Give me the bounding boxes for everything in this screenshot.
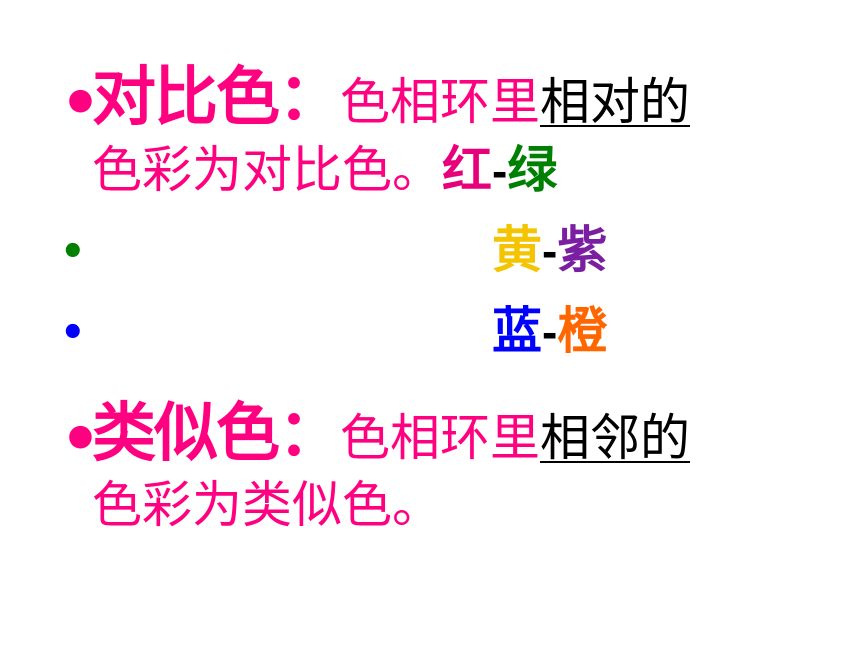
analogous-desc-line: 色彩为类似色。 — [92, 480, 442, 530]
analogous-term: 类似色： — [92, 397, 342, 471]
pair-3-sep: - — [542, 306, 558, 358]
pair-1-sep: - — [492, 145, 508, 197]
pair-2-sep: - — [542, 225, 558, 277]
pair-2-line: 黄-紫 — [492, 225, 607, 275]
pair-1-right: 绿 — [507, 141, 558, 199]
pair-3-line: 蓝-橙 — [492, 306, 607, 356]
analogous-heading-line: 类似色：色相环里相邻的 — [92, 402, 690, 466]
contrast-desc-a: 色相环里 — [340, 73, 540, 131]
pair-3-left: 蓝 — [492, 302, 542, 360]
contrast-term: 对比色： — [92, 61, 342, 135]
contrast-desc-b: 色彩为对比色。 — [92, 141, 442, 199]
pair-1-left: 红 — [442, 141, 492, 199]
analogous-desc-a: 色相环里 — [340, 409, 540, 467]
analogous-desc-underlined: 相邻的 — [540, 409, 690, 467]
bullet-contrast: • — [60, 67, 101, 141]
contrast-desc-underlined: 相对的 — [540, 73, 690, 131]
bullet-pair-3: • — [60, 310, 86, 356]
pair-2-right: 紫 — [557, 221, 608, 279]
bullet-analogous: • — [60, 403, 101, 477]
analogous-desc-b: 色彩为类似色。 — [92, 476, 442, 534]
contrast-heading-line: 对比色：色相环里相对的 — [92, 66, 690, 130]
contrast-desc-line: 色彩为对比色。红-绿 — [92, 145, 557, 195]
bullet-pair-2: • — [60, 229, 86, 275]
pair-2-left: 黄 — [492, 221, 542, 279]
pair-3-right: 橙 — [557, 302, 608, 360]
